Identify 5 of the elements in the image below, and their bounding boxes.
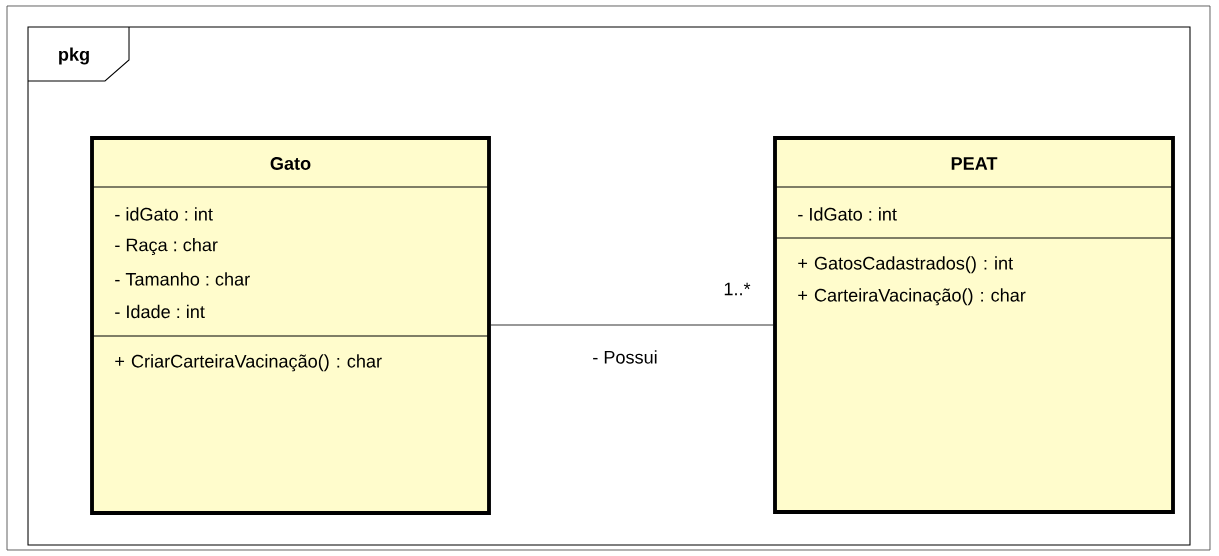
class-box: Gato - idGato : int - Raça : char - Tamanho : char - Idade : int + CriarCarteiraVacinação() : char [90,136,491,515]
association-line [490,324,774,326]
class-box: PEAT - IdGato : int + GatosCadastrados() : int + CarteiraVacinação() : char [773,136,1175,514]
multiplicity-label: 1..* [724,282,751,296]
edge-label: - Possui [593,350,657,364]
